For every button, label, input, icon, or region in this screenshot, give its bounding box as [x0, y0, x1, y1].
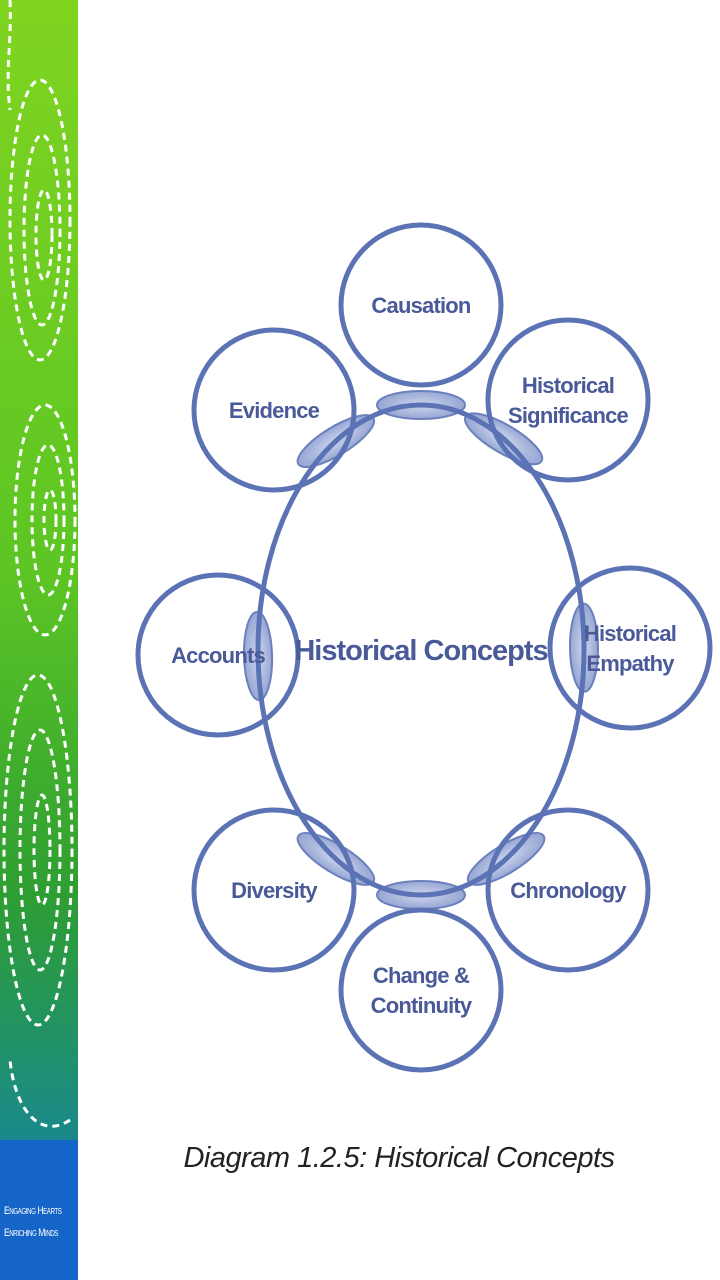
diagram-canvas: CausationHistoricalSignificanceHistorica… — [135, 222, 713, 1073]
concept-circles — [135, 222, 713, 1073]
center-circle — [255, 402, 587, 898]
tagline-line2: Enriching Minds — [4, 1227, 59, 1239]
label-chronology-1: Chronology — [510, 878, 627, 903]
spiral-decoration — [2, 0, 77, 1128]
label-historical-significance-2: Significance — [508, 403, 629, 428]
decorative-sidebar: Engaging Hearts Enriching Minds — [0, 0, 78, 1280]
sidebar-background — [0, 0, 78, 1280]
label-diversity-1: Diversity — [231, 878, 318, 903]
tagline-line1: Engaging Hearts — [4, 1205, 62, 1217]
circle-diversity — [191, 807, 357, 973]
circle-evidence — [191, 327, 357, 493]
label-historical-empathy-2: Empathy — [586, 651, 675, 676]
label-historical-empathy-1: Historical — [584, 621, 676, 646]
label-change-continuity-1: Change & — [373, 963, 470, 988]
circle-accounts — [135, 572, 301, 738]
label-change-continuity-2: Continuity — [371, 993, 473, 1018]
circle-historical-significance — [485, 317, 651, 483]
concept-labels: CausationHistoricalSignificanceHistorica… — [171, 293, 677, 1018]
label-evidence-1: Evidence — [229, 398, 320, 423]
center-label: Historical Concepts — [294, 635, 547, 667]
label-historical-significance-1: Historical — [522, 373, 614, 398]
circle-causation — [338, 222, 504, 388]
diagram-caption: Diagram 1.2.5: Historical Concepts — [183, 1142, 615, 1174]
circle-historical-empathy — [547, 565, 713, 731]
circle-chronology — [485, 807, 651, 973]
tagline-block: Engaging Hearts Enriching Minds — [0, 1140, 78, 1280]
circle-change-continuity — [338, 907, 504, 1073]
label-causation-1: Causation — [371, 293, 471, 318]
label-accounts-1: Accounts — [171, 643, 265, 668]
